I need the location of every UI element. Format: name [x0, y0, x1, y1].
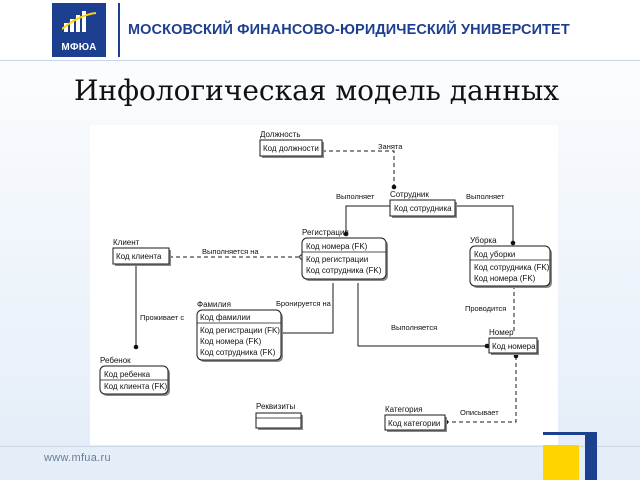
entity-attr: Код сотрудника (FK) [200, 348, 276, 357]
entity-category: Категория Код категории [384, 405, 447, 432]
header-divider [118, 3, 120, 57]
rel-dot [484, 343, 490, 349]
entity-name: Ребенок [100, 356, 131, 365]
entity-attr: Код сотрудника [394, 204, 452, 213]
rel-label-performs-right: Выполняет [466, 192, 505, 201]
rel-label-performed-on: Выполняется на [202, 247, 259, 256]
entity-attr: Код сотрудника (FK) [306, 266, 382, 275]
rel-line-performed [357, 283, 487, 347]
logo-emblem-icon [62, 11, 96, 32]
rel-label-booked-on: Бронируется на [276, 299, 332, 308]
logo-text: МФЮА [61, 42, 97, 53]
rel-line-occupied [322, 150, 395, 187]
entity-attr: Код номера (FK) [306, 242, 368, 251]
entity-attr: Код уборки [474, 250, 515, 259]
er-diagram: .ent-box { fill: #ffffff; stroke: #1a1a1… [99, 130, 552, 432]
entity-name: Регистрация [302, 228, 349, 237]
footer-divider [0, 446, 640, 447]
entity-registration: Регистрация Код номера (FK) Код регистра… [301, 228, 388, 281]
corner-accent-bar [543, 432, 597, 435]
rel-dot [510, 240, 516, 246]
entity-attr: Код ребенка [104, 370, 151, 379]
header-bar: МФЮА МОСКОВСКИЙ ФИНАНСОВО-ЮРИДИЧЕСКИЙ УН… [0, 0, 640, 61]
entity-employee: Сотрудник Код сотрудника [389, 190, 457, 218]
entity-position: Должность Код должности [259, 130, 324, 158]
rel-label-conducted: Проводится [465, 304, 506, 313]
entity-name: Уборка [470, 236, 497, 245]
entity-room: Номер Код номера [488, 328, 539, 355]
entity-attr: Код должности [263, 144, 319, 153]
entity-name: Номер [489, 328, 514, 337]
entity-name: Категория [385, 405, 422, 414]
rel-label-resides: Проживает с [140, 313, 184, 322]
entity-attr: Код регистрации [306, 255, 368, 264]
rel-line-performs-right [455, 205, 514, 243]
entity-name: Должность [260, 130, 301, 139]
rel-line-performs-left [345, 205, 390, 234]
entity-attr: Код клиента [116, 252, 162, 261]
rel-dot [343, 231, 349, 237]
entity-cleaning: Уборка Код уборки Код сотрудника (FK) Ко… [469, 236, 552, 288]
corner-accent-yellow [543, 445, 579, 480]
rel-label-occupied: Занята [378, 142, 403, 151]
entity-name: Клиент [113, 238, 140, 247]
rel-dot [133, 344, 139, 350]
rel-dot [391, 184, 397, 190]
university-logo: МФЮА [52, 3, 106, 57]
corner-accent-blue [585, 432, 597, 480]
entity-requisites: Реквизиты [255, 402, 303, 430]
entity-attr: Код номера [492, 342, 536, 351]
entity-child: Ребенок Код ребенка Код клиента (FK) [99, 356, 170, 396]
entity-surname: Фамилия Код фамилии Код регистрации (FK)… [196, 300, 283, 362]
entity-attr: Код регистрации (FK) [200, 326, 280, 335]
rel-label-performed: Выполняется [391, 323, 437, 332]
entity-attr: Код номера (FK) [474, 274, 536, 283]
university-name: МОСКОВСКИЙ ФИНАНСОВО-ЮРИДИЧЕСКИЙ УНИВЕРС… [128, 22, 570, 38]
entity-name: Фамилия [197, 300, 231, 309]
footer-url: www.mfua.ru [44, 452, 111, 464]
rel-label-describes: Описывает [460, 408, 499, 417]
entity-attr: Код сотрудника (FK) [474, 263, 550, 272]
rel-line-booked-on [281, 283, 334, 334]
entity-attr: Код фамилии [200, 313, 250, 322]
entity-name: Реквизиты [256, 402, 295, 411]
entity-attr: Код категории [388, 419, 440, 428]
rel-line-describes [446, 356, 517, 423]
page-title: Инфологическая модель данных [74, 74, 560, 107]
rel-label-performs-left: Выполняет [336, 192, 375, 201]
entity-client: Клиент Код клиента [112, 238, 171, 266]
entity-attr: Код номера (FK) [200, 337, 262, 346]
entity-attr: Код клиента (FK) [104, 382, 168, 391]
entity-name: Сотрудник [390, 190, 429, 199]
